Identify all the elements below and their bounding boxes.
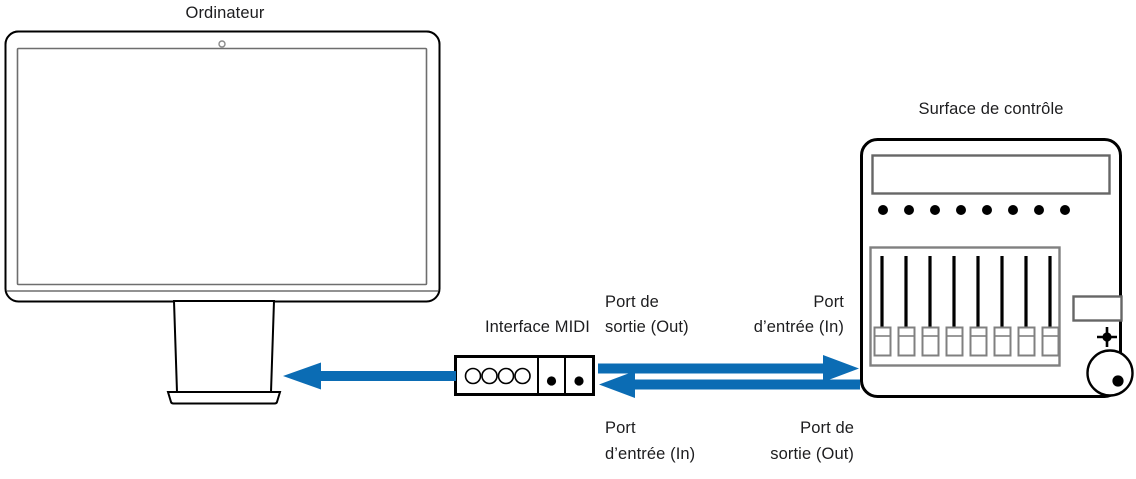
arrow-head-right-top — [823, 355, 859, 382]
label-midi-out-line1: Port de — [605, 293, 659, 311]
computer-title: Ordinateur — [185, 4, 265, 22]
fader-cap-4 — [945, 326, 964, 357]
fader-8 — [1041, 256, 1060, 357]
control-surface-led-7 — [1034, 205, 1044, 215]
fader-5 — [969, 256, 988, 357]
control-surface-small-display — [1072, 295, 1123, 322]
fader-7 — [1017, 256, 1036, 357]
midi-port-dot-out — [546, 376, 557, 386]
computer-camera-icon — [218, 40, 226, 48]
control-surface-led-6 — [1008, 205, 1018, 215]
computer-stand-neck — [172, 300, 276, 393]
fader-4 — [945, 256, 964, 357]
computer-stand-foot — [166, 391, 282, 405]
fader-cap-6 — [993, 326, 1012, 357]
arrow-shaft-left-computer — [318, 371, 456, 381]
control-surface-led-5 — [982, 205, 992, 215]
midi-port-round-1 — [464, 367, 482, 385]
control-surface-display — [871, 154, 1111, 195]
control-surface-device — [860, 138, 1134, 398]
midi-interface-device — [454, 355, 595, 396]
fader-cap-3 — [921, 326, 940, 357]
label-surface-out-line1: Port de — [800, 419, 854, 437]
midi-port-round-4 — [514, 367, 531, 385]
knob-center-dot — [1102, 332, 1112, 342]
fader-cap-2 — [897, 326, 916, 357]
arrow-shaft-left-bottom — [632, 379, 860, 390]
midi-port-round-2 — [481, 367, 498, 385]
fader-cap-1 — [873, 326, 892, 357]
fader-1 — [873, 256, 892, 357]
arrow-midi-to-computer — [283, 362, 456, 390]
control-surface-led-3 — [930, 205, 940, 215]
computer-screen-panel — [16, 47, 428, 286]
arrow-head-left-bottom — [599, 371, 635, 398]
jog-wheel-ring — [1086, 349, 1134, 397]
arrow-shaft-right-top — [598, 363, 826, 374]
fader-6 — [993, 256, 1012, 357]
label-surface-in-line2: d’entrée (In) — [753, 318, 844, 336]
label-midi-in-line1: Port — [605, 419, 636, 437]
fader-cap-8 — [1041, 326, 1060, 357]
label-surface-in-line1: Port — [813, 293, 844, 311]
jog-wheel-dot — [1112, 375, 1124, 387]
label-midi-in-line2: d’entrée (In) — [605, 445, 696, 463]
label-midi-out-line2: sortie (Out) — [605, 318, 689, 336]
fader-cap-5 — [969, 326, 988, 357]
control-surface-title: Surface de contrôle — [918, 100, 1064, 118]
arrow-head-left-computer — [283, 362, 321, 390]
control-surface-knob — [1097, 327, 1117, 347]
control-surface-led-2 — [904, 205, 914, 215]
midi-port-round-3 — [497, 367, 515, 385]
control-surface-led-1 — [878, 205, 888, 215]
control-surface-led-8 — [1060, 205, 1070, 215]
fader-3 — [921, 256, 940, 357]
midi-interface-label: Interface MIDI — [484, 318, 590, 336]
computer-device — [4, 30, 441, 405]
label-surface-out-line2: sortie (Out) — [770, 445, 854, 463]
control-surface-jog-wheel — [1086, 349, 1134, 397]
arrow-midi-out-to-surface-in — [598, 355, 859, 382]
fader-cap-7 — [1017, 326, 1036, 357]
control-surface-led-4 — [956, 205, 966, 215]
midi-port-dot-in — [574, 376, 584, 386]
fader-2 — [897, 256, 916, 357]
arrow-surface-out-to-midi-in — [599, 371, 860, 398]
